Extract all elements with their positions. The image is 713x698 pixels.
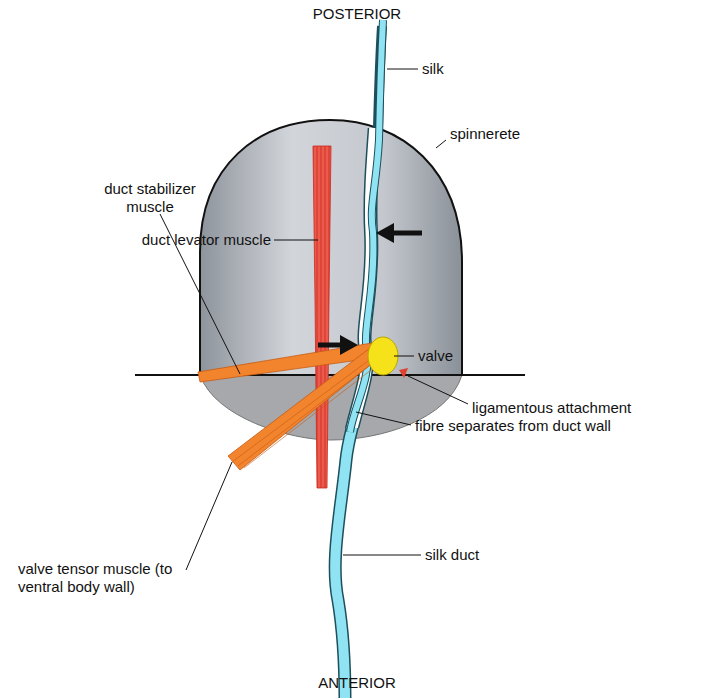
part-label: ligamentous attachment [472, 399, 631, 417]
arrow-head [376, 223, 394, 243]
levator-muscle [313, 146, 331, 488]
part-label: spinnerete [450, 125, 520, 143]
part-label: silk [422, 60, 444, 78]
pressure-arrow [318, 343, 342, 348]
direction-label: POSTERIOR [313, 5, 401, 23]
valve-shape [368, 337, 398, 375]
tensor-muscle [228, 348, 374, 470]
arrow-head [340, 335, 358, 355]
part-label: duct levator muscle [142, 231, 271, 249]
direction-label: ANTERIOR [318, 674, 396, 692]
tensor-fibres [232, 352, 384, 468]
part-label: valve [418, 347, 453, 365]
ligament-shape [399, 368, 408, 378]
leader-lines [160, 69, 468, 570]
part-label: fibre separates from duct wall [415, 417, 611, 435]
part-label: silk duct [425, 546, 479, 564]
part-label: duct stabilizer muscle [88, 180, 212, 216]
body-wall [135, 374, 525, 376]
part-label: valve tensor muscle (to ventral body wal… [18, 560, 186, 596]
pressure-arrow [392, 231, 422, 236]
